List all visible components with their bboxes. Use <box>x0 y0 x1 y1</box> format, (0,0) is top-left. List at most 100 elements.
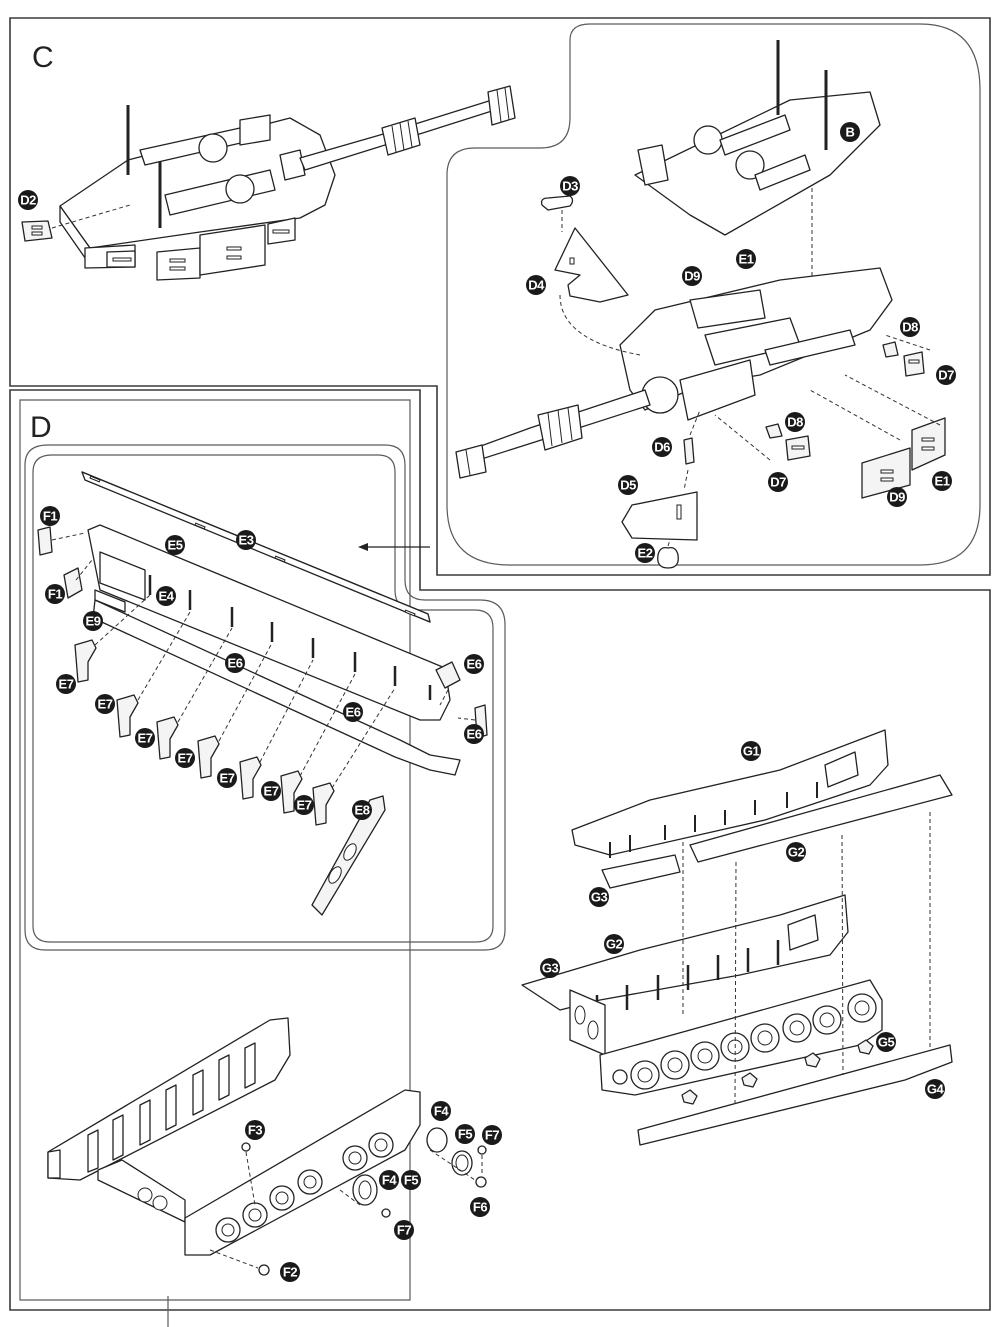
label-d2: D2 <box>18 190 38 210</box>
chassis-assembly-f <box>47 1017 487 1276</box>
labels-g-assembly: G1 G2 G3 G2 G3 G5 G4 <box>540 741 945 1099</box>
label-f1-top: F1 <box>40 506 60 526</box>
part-badge-label: D9 <box>889 490 905 505</box>
part-badge-bg <box>785 412 805 432</box>
part-badge-bg <box>482 1125 502 1145</box>
part-badge-bg <box>343 702 363 722</box>
label-d5: D5 <box>618 475 638 495</box>
label-d7-right: D7 <box>936 365 956 385</box>
label-f5-top: F5 <box>455 1124 475 1144</box>
part-badge-label: F2 <box>283 1265 297 1280</box>
part-badge-bg <box>45 584 65 604</box>
part-badge-label: E2 <box>638 546 653 561</box>
part-badge-label: G3 <box>542 961 559 976</box>
label-d8-right: D8 <box>900 317 920 337</box>
part-badge-bg <box>526 275 546 295</box>
part-badge-label: E4 <box>159 589 175 604</box>
part-badge-bg <box>470 1197 490 1217</box>
part-badge-bg <box>245 1120 265 1140</box>
part-badge-bg <box>165 535 185 555</box>
part-badge-bg <box>464 654 484 674</box>
label-e6-c: E6 <box>343 702 363 722</box>
part-badge-bg <box>236 530 256 550</box>
part-badge-bg <box>217 768 237 788</box>
transfer-arrow-head <box>358 543 368 551</box>
part-badge-label: F7 <box>485 1128 499 1143</box>
part-badge-bg <box>175 748 195 768</box>
label-e9: E9 <box>83 611 103 631</box>
label-d9-lower: D9 <box>887 487 907 507</box>
label-b: B <box>840 122 860 142</box>
part-badge-bg <box>95 694 115 714</box>
part-badge-bg <box>900 317 920 337</box>
part-badge-label: E9 <box>86 614 101 629</box>
labels-chassis: F3 F4 F5 F7 F4 F5 F6 F7 F2 <box>245 1101 502 1282</box>
part-badge-bg <box>294 795 314 815</box>
part-badge-label: F7 <box>397 1223 411 1238</box>
label-f7-top: F7 <box>482 1125 502 1145</box>
part-badge-bg <box>635 543 655 563</box>
label-f2: F2 <box>280 1262 300 1282</box>
part-badge-bg <box>618 475 638 495</box>
part-badge-bg <box>135 728 155 748</box>
part-badge-bg <box>394 1220 414 1240</box>
part-badge-bg <box>589 887 609 907</box>
part-badge-label: D5 <box>620 478 636 493</box>
label-d6: D6 <box>652 437 672 457</box>
part-badge-label: D3 <box>562 179 578 194</box>
label-e7-a: E7 <box>56 674 76 694</box>
part-badge-bg <box>56 674 76 694</box>
label-g4: G4 <box>925 1079 945 1099</box>
section-d-frame <box>9 389 991 1311</box>
part-badge-label: G3 <box>591 890 608 905</box>
part-badge-label: E6 <box>228 656 243 671</box>
part-badge-bg <box>156 586 176 606</box>
part-badge-bg <box>379 1170 399 1190</box>
part-badge-bg <box>18 190 38 210</box>
label-e7-d: E7 <box>175 748 195 768</box>
section-letter-c: C <box>32 41 54 74</box>
part-badge-label: F1 <box>48 587 62 602</box>
label-e1-top: E1 <box>736 249 756 269</box>
label-e7-f: E7 <box>261 781 281 801</box>
part-badge-bg <box>925 1079 945 1099</box>
label-e1-lower: E1 <box>932 471 952 491</box>
section-d-inner-panel <box>19 399 411 1301</box>
part-badge-label: E6 <box>467 657 482 672</box>
hull-side-assembly-g <box>521 729 953 1146</box>
part-badge-bg <box>261 781 281 801</box>
label-g2-lower: G2 <box>604 934 624 954</box>
part-badge-label: E7 <box>138 731 153 746</box>
label-d3: D3 <box>560 176 580 196</box>
part-badge-bg <box>464 724 484 744</box>
label-f4-top: F4 <box>431 1101 451 1121</box>
label-f4-lower: F4 <box>379 1170 399 1190</box>
part-badge-label: E1 <box>739 252 754 267</box>
part-badge-label: F4 <box>434 1104 449 1119</box>
part-badge-bg <box>682 266 702 286</box>
part-badge-bg <box>560 176 580 196</box>
part-badge-label: D8 <box>902 320 918 335</box>
label-f5-lower: F5 <box>401 1170 421 1190</box>
part-badge-label: G2 <box>606 937 623 952</box>
part-badge-label: E7 <box>264 784 279 799</box>
part-badge-label: E7 <box>220 771 235 786</box>
label-e7-c: E7 <box>135 728 155 748</box>
part-badge-label: E5 <box>168 538 183 553</box>
label-e7-e: E7 <box>217 768 237 788</box>
label-e3: E3 <box>236 530 256 550</box>
label-g3-lower: G3 <box>540 958 560 978</box>
label-e6-a: E6 <box>225 653 245 673</box>
label-g3-top: G3 <box>589 887 609 907</box>
part-badge-bg <box>932 471 952 491</box>
part-badge-label: D4 <box>528 278 545 293</box>
part-badge-bg <box>225 653 245 673</box>
subassembly-b-panel <box>446 23 981 566</box>
part-badge-bg <box>736 249 756 269</box>
label-f1-lower: F1 <box>45 584 65 604</box>
part-badge-label: E7 <box>178 751 193 766</box>
part-badge-label: D7 <box>770 475 786 490</box>
part-badge-label: D6 <box>654 440 670 455</box>
turret-assembly-c <box>21 85 516 281</box>
